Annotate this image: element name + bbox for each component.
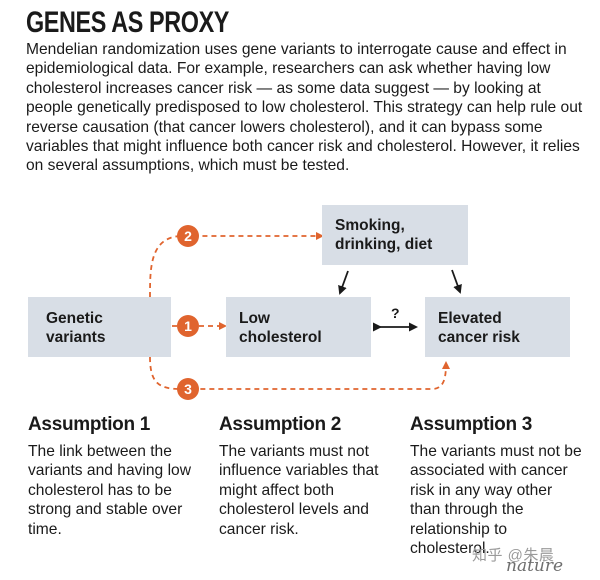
assumption-2-text: The variants must not influence variable…: [219, 443, 379, 538]
cancer-risk-line-1: Elevated: [438, 310, 502, 327]
smoking-to-cancer-arrow: [451, 269, 462, 294]
assumption-2: Assumption 2 The variants must not influ…: [219, 414, 394, 539]
badge-1-label: 1: [184, 318, 192, 334]
assumption-1-title: Assumption 1: [28, 414, 151, 435]
badge-3-label: 3: [184, 381, 192, 397]
assumption-1: Assumption 1 The link between the varian…: [28, 414, 203, 539]
smoking-to-cholesterol-arrow: [338, 270, 349, 295]
intro-paragraph: Mendelian randomization uses gene varian…: [26, 41, 583, 175]
nature-logo: nature: [506, 556, 564, 576]
badge-1: 1: [177, 315, 199, 337]
assumption-1-text: The link between the variants and having…: [28, 443, 191, 538]
badge-3: 3: [177, 378, 199, 400]
page-title: GENES AS PROXY: [26, 6, 230, 39]
cancer-risk-box: Elevated cancer risk: [425, 297, 570, 357]
confounders-line-1: Smoking,: [335, 217, 405, 234]
watermark: 知乎 @朱晨: [472, 547, 555, 564]
confounders-box: Smoking, drinking, diet: [322, 205, 468, 265]
assumption-3: Assumption 3 The variants must not be as…: [410, 414, 585, 558]
low-cholesterol-line-2: cholesterol: [239, 329, 322, 346]
confounders-line-2: drinking, diet: [335, 236, 433, 253]
low-cholesterol-box: Low cholesterol: [226, 297, 371, 357]
cancer-risk-line-2: cancer risk: [438, 329, 520, 346]
question-mark: ?: [391, 305, 400, 321]
badge-2: 2: [177, 225, 199, 247]
badge-2-label: 2: [184, 228, 192, 244]
genetic-variants-line-2: variants: [46, 329, 106, 346]
assumption-2-title: Assumption 2: [219, 414, 342, 435]
genetic-variants-line-1: Genetic: [46, 310, 103, 327]
path-2-arrow: [149, 232, 324, 298]
assumption-3-title: Assumption 3: [410, 414, 533, 435]
assumption-3-text: The variants must not be associated with…: [410, 443, 582, 558]
path-3-arrow: [149, 356, 450, 390]
genetic-variants-box: Genetic variants: [28, 297, 171, 357]
low-cholesterol-line-1: Low: [239, 310, 270, 327]
